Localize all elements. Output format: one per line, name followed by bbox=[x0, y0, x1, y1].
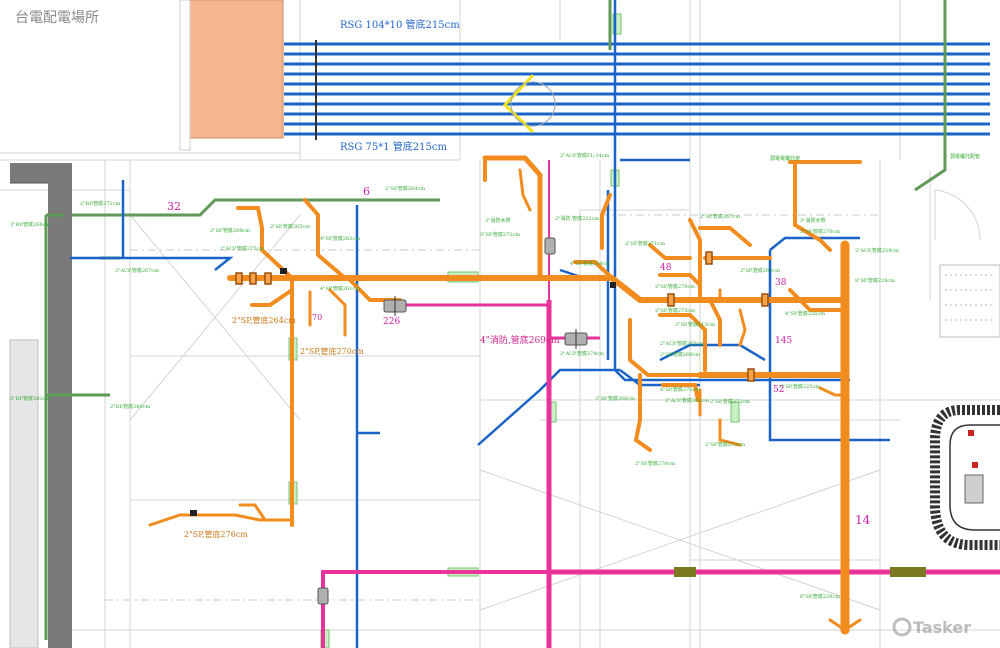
valve-icon bbox=[317, 587, 329, 605]
hanger-icon bbox=[190, 510, 197, 516]
dimension-numbers: 32 6 226 48 38 145 52 14 70 bbox=[167, 185, 871, 527]
svg-text:弱電電纜托架: 弱電電纜托架 bbox=[770, 155, 800, 162]
svg-text:2"SP,管底270cm: 2"SP,管底270cm bbox=[800, 228, 840, 235]
svg-text:2"SP,管底270cm: 2"SP,管底270cm bbox=[655, 283, 695, 290]
svg-text:8"SP,管底228cm: 8"SP,管底228cm bbox=[855, 277, 895, 284]
svg-text:弱電纜托配管: 弱電纜托配管 bbox=[950, 153, 980, 160]
svg-text:3"SP,管底266cm: 3"SP,管底266cm bbox=[595, 395, 635, 402]
valve-icon bbox=[564, 329, 588, 349]
svg-text:2"SP,管底263cm: 2"SP,管底263cm bbox=[740, 267, 780, 274]
svg-text:2"消防,管底222cm: 2"消防,管底222cm bbox=[555, 215, 599, 222]
svg-text:6"SP,管底229cm: 6"SP,管底229cm bbox=[800, 593, 840, 600]
label-sp270: 2"SP,管底270cm bbox=[300, 346, 364, 356]
svg-text:2"ACP,管底272cm: 2"ACP,管底272cm bbox=[220, 245, 264, 252]
svg-text:6"SP,管底225cm: 6"SP,管底225cm bbox=[780, 383, 820, 390]
svg-text:2"SP,管底272cm: 2"SP,管底272cm bbox=[705, 441, 745, 448]
cable-tray-bundle bbox=[284, 42, 990, 136]
svg-text:3"RP,管底263cm: 3"RP,管底263cm bbox=[10, 395, 51, 402]
door-arc bbox=[934, 189, 981, 241]
svg-text:4"SP,管底226cm: 4"SP,管底226cm bbox=[785, 310, 825, 317]
svg-text:2"SP,管底265cm: 2"SP,管底265cm bbox=[270, 223, 310, 230]
pipe-labels: 2"SP,管底264cm 2"SP,管底270cm 2"SP,管底276cm 4… bbox=[184, 315, 560, 539]
svg-text:2"ACP,管底FL-34cm: 2"ACP,管底FL-34cm bbox=[560, 152, 609, 159]
right-equipment bbox=[930, 264, 1000, 550]
svg-text:2"SP,管底275cm: 2"SP,管底275cm bbox=[655, 307, 695, 314]
olive-couplers bbox=[674, 567, 926, 577]
svg-text:2"SP,管底268cm: 2"SP,管底268cm bbox=[210, 227, 250, 234]
svg-text:2"ACP,管底259cm: 2"ACP,管底259cm bbox=[855, 247, 899, 254]
svg-text:4"SP,管底261cm: 4"SP,管底261cm bbox=[320, 285, 360, 292]
svg-text:2"ACP,管底274cm: 2"ACP,管底274cm bbox=[560, 350, 604, 357]
svg-text:2"RP,管底260cm: 2"RP,管底260cm bbox=[110, 403, 151, 410]
hanger-icon bbox=[280, 268, 287, 274]
svg-text:3"RP,管底266cm: 3"RP,管底266cm bbox=[10, 221, 51, 228]
dim-145: 145 bbox=[775, 336, 792, 346]
watermark: Tasker bbox=[892, 617, 971, 637]
svg-text:3"消防水帶: 3"消防水帶 bbox=[800, 217, 825, 224]
label-sp264: 2"SP,管底264cm bbox=[232, 315, 296, 325]
valve-icon bbox=[544, 237, 556, 255]
label-sp276: 2"SP,管底276cm bbox=[184, 529, 248, 539]
rsg-bottom-note: RSG 75*1 管底215cm bbox=[340, 140, 447, 153]
label-fire269: 4"消防,管底269cm bbox=[480, 334, 560, 346]
equipment-block bbox=[189, 0, 284, 139]
green-pipes bbox=[44, 0, 947, 640]
compass-marker bbox=[502, 73, 556, 134]
svg-text:2"SP,管底270cm: 2"SP,管底270cm bbox=[635, 460, 675, 467]
sprinkler-pipes bbox=[148, 155, 862, 635]
valve-fixtures bbox=[190, 237, 616, 605]
dim-52: 52 bbox=[773, 385, 784, 395]
svg-text:3"消防水帶: 3"消防水帶 bbox=[485, 217, 510, 224]
dim-38: 38 bbox=[775, 278, 787, 288]
dim-48: 48 bbox=[660, 263, 672, 273]
svg-text:2"RP,管底271cm: 2"RP,管底271cm bbox=[80, 200, 121, 207]
hanger-icon bbox=[610, 282, 616, 288]
svg-text:2"SP,管底271cm: 2"SP,管底271cm bbox=[625, 240, 665, 247]
svg-text:4"SP,管底276cm: 4"SP,管底276cm bbox=[660, 386, 700, 393]
svg-text:2"ACP,管底265cm: 2"ACP,管底265cm bbox=[660, 340, 704, 347]
svg-text:2"ACP,管底265cm: 2"ACP,管底265cm bbox=[665, 397, 709, 404]
room-top-left: 台電配電場所 bbox=[15, 0, 284, 151]
svg-text:2"SP,管底213cm: 2"SP,管底213cm bbox=[675, 321, 715, 328]
rsg-top-note: RSG 104*10 管底215cm bbox=[340, 18, 460, 31]
dim-226: 226 bbox=[383, 317, 400, 327]
svg-text:2"SP,管底264cm: 2"SP,管底264cm bbox=[385, 185, 425, 192]
svg-text:2"SP,管底268cm: 2"SP,管底268cm bbox=[660, 351, 700, 358]
svg-text:2"ACP,管底267cm: 2"ACP,管底267cm bbox=[115, 267, 159, 274]
svg-text:5"SP,管底272cm: 5"SP,管底272cm bbox=[480, 231, 520, 238]
pipe-stubs bbox=[235, 251, 769, 382]
dim-32: 32 bbox=[167, 200, 181, 213]
watermark-text: Tasker bbox=[913, 618, 971, 637]
valve-icon bbox=[383, 296, 407, 316]
svg-text:2"SP,管底267cm: 2"SP,管底267cm bbox=[700, 213, 740, 220]
svg-text:4"SP,管底254cm: 4"SP,管底254cm bbox=[570, 260, 610, 267]
left-wall bbox=[9, 163, 72, 648]
dim-6: 6 bbox=[363, 185, 370, 198]
dashed-centerlines bbox=[105, 214, 880, 601]
room-label: 台電配電場所 bbox=[15, 10, 99, 26]
dim-14: 14 bbox=[855, 513, 871, 527]
dim-70: 70 bbox=[312, 313, 322, 322]
svg-text:2"SP,管底272cm: 2"SP,管底272cm bbox=[710, 398, 750, 405]
svg-text:4"SP,管底262cm: 4"SP,管底262cm bbox=[320, 235, 360, 242]
small-annotations: 2"RP,管底271cm 3"RP,管底266cm 2"ACP,管底267cm … bbox=[10, 152, 980, 600]
